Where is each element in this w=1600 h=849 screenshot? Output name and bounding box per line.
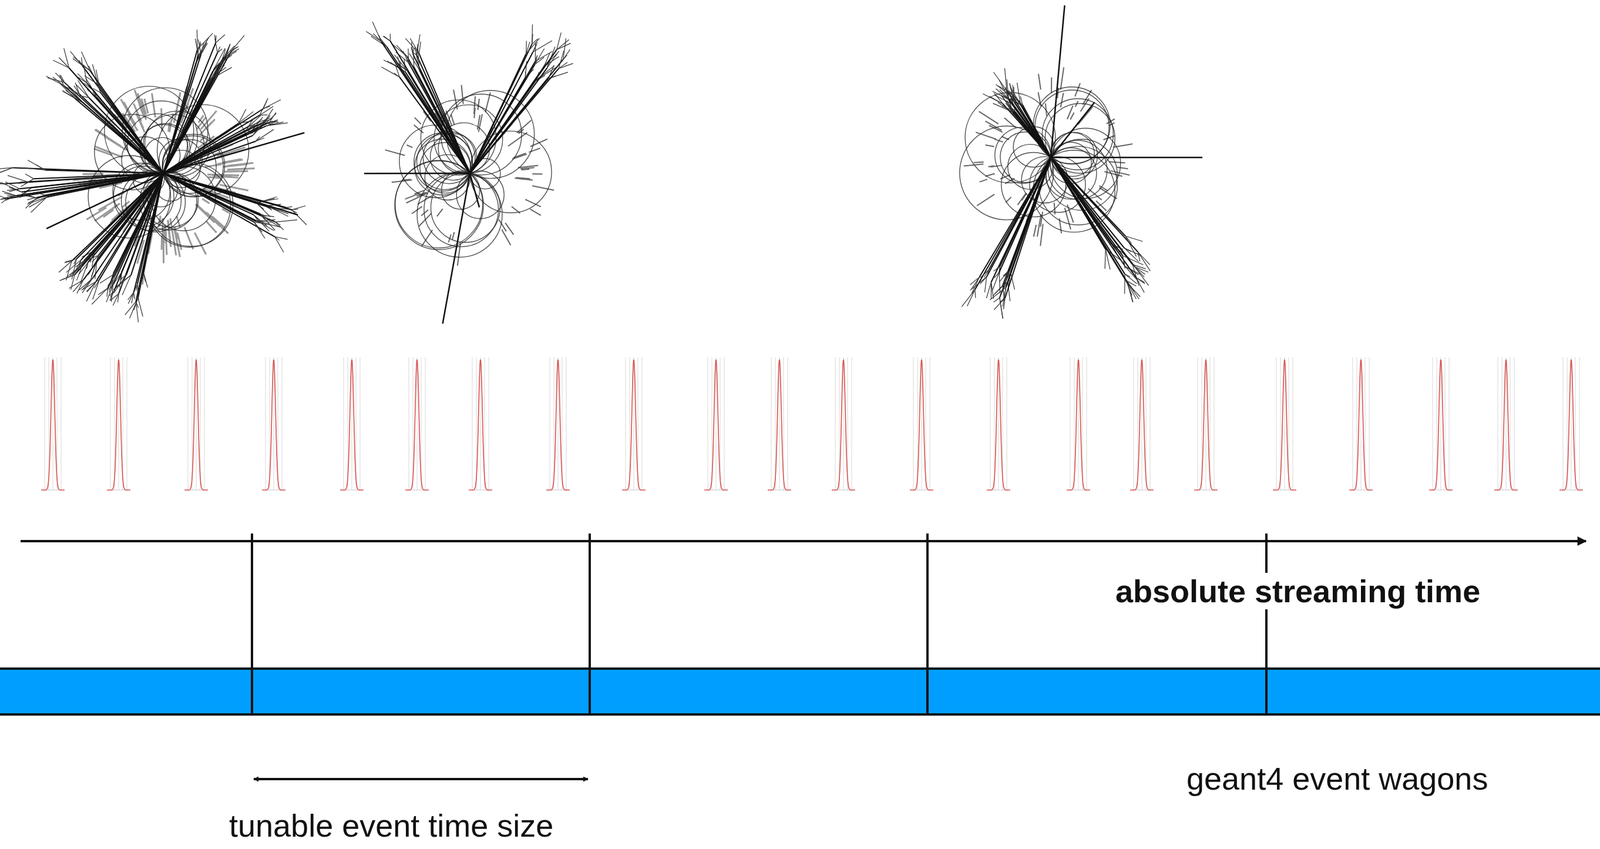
- bunch-peak: [1130, 357, 1154, 490]
- bunch-peak: [767, 357, 792, 490]
- wagon-bar-edge: [0, 713, 1600, 716]
- wagon-label: geant4 event wagons: [1184, 760, 1491, 797]
- bunch-peak: [546, 357, 570, 490]
- bunch-peak: [184, 357, 208, 490]
- wagon-bar-edge: [0, 667, 1600, 670]
- bunch-peak: [1349, 357, 1373, 490]
- bunch-peak: [106, 357, 131, 490]
- bunch-peak: [831, 357, 856, 490]
- bunch-peaks: [41, 357, 1583, 490]
- bunch-peak: [622, 357, 646, 490]
- bunch-peak: [986, 357, 1011, 490]
- bunch-peak: [261, 357, 286, 490]
- bunch-peak: [41, 357, 65, 490]
- time-axis: [20, 539, 1586, 543]
- event-display: [0, 29, 307, 322]
- size-label: tunable event time size: [226, 807, 556, 844]
- size-arrow: [253, 777, 588, 781]
- wagon-bar: [0, 668, 1600, 715]
- event-display: [959, 5, 1203, 319]
- bunch-peak: [405, 357, 429, 490]
- wagon-boundaries: [251, 533, 1267, 715]
- bunch-peak: [1559, 357, 1583, 490]
- event-displays: [0, 5, 1203, 324]
- bunch-peak: [1429, 357, 1453, 490]
- bunch-peak: [1494, 357, 1518, 490]
- bunch-peak: [468, 357, 493, 490]
- bunch-peak: [909, 357, 934, 490]
- event-display: [364, 21, 574, 324]
- bunch-peak: [1194, 357, 1218, 490]
- bunch-peak: [340, 357, 364, 490]
- axis-label: absolute streaming time: [1113, 572, 1483, 610]
- bunch-peak: [704, 357, 728, 490]
- bunch-peak: [1272, 357, 1297, 490]
- bunch-peak: [1066, 357, 1091, 490]
